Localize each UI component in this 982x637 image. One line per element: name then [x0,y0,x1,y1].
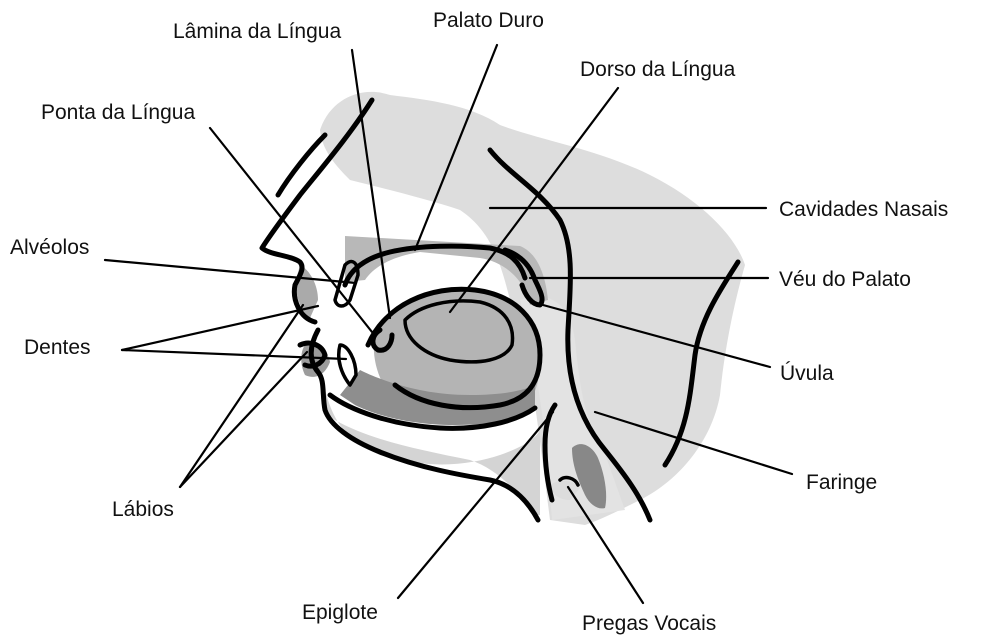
nasal-floor-outline [278,135,325,195]
label-cavidades-nasais: Cavidades Nasais [779,198,948,221]
label-dorso-da-lingua: Dorso da Língua [580,58,736,81]
lower-teeth-outline [339,345,356,385]
label-dentes: Dentes [24,336,91,359]
label-labios: Lábios [112,498,174,521]
label-faringe: Faringe [806,471,877,494]
label-epiglote: Epiglote [302,601,378,624]
leader-labios-b [180,352,307,487]
label-alveolos: Alvéolos [10,236,89,259]
label-uvula: Úvula [780,362,834,385]
label-lamina-da-lingua: Lâmina da Língua [173,20,341,43]
label-ponta-da-lingua: Ponta da Língua [41,101,195,124]
label-pregas-vocais: Pregas Vocais [582,612,716,635]
label-veu-do-palato: Véu do Palato [779,268,911,291]
label-palato-duro: Palato Duro [433,9,544,32]
